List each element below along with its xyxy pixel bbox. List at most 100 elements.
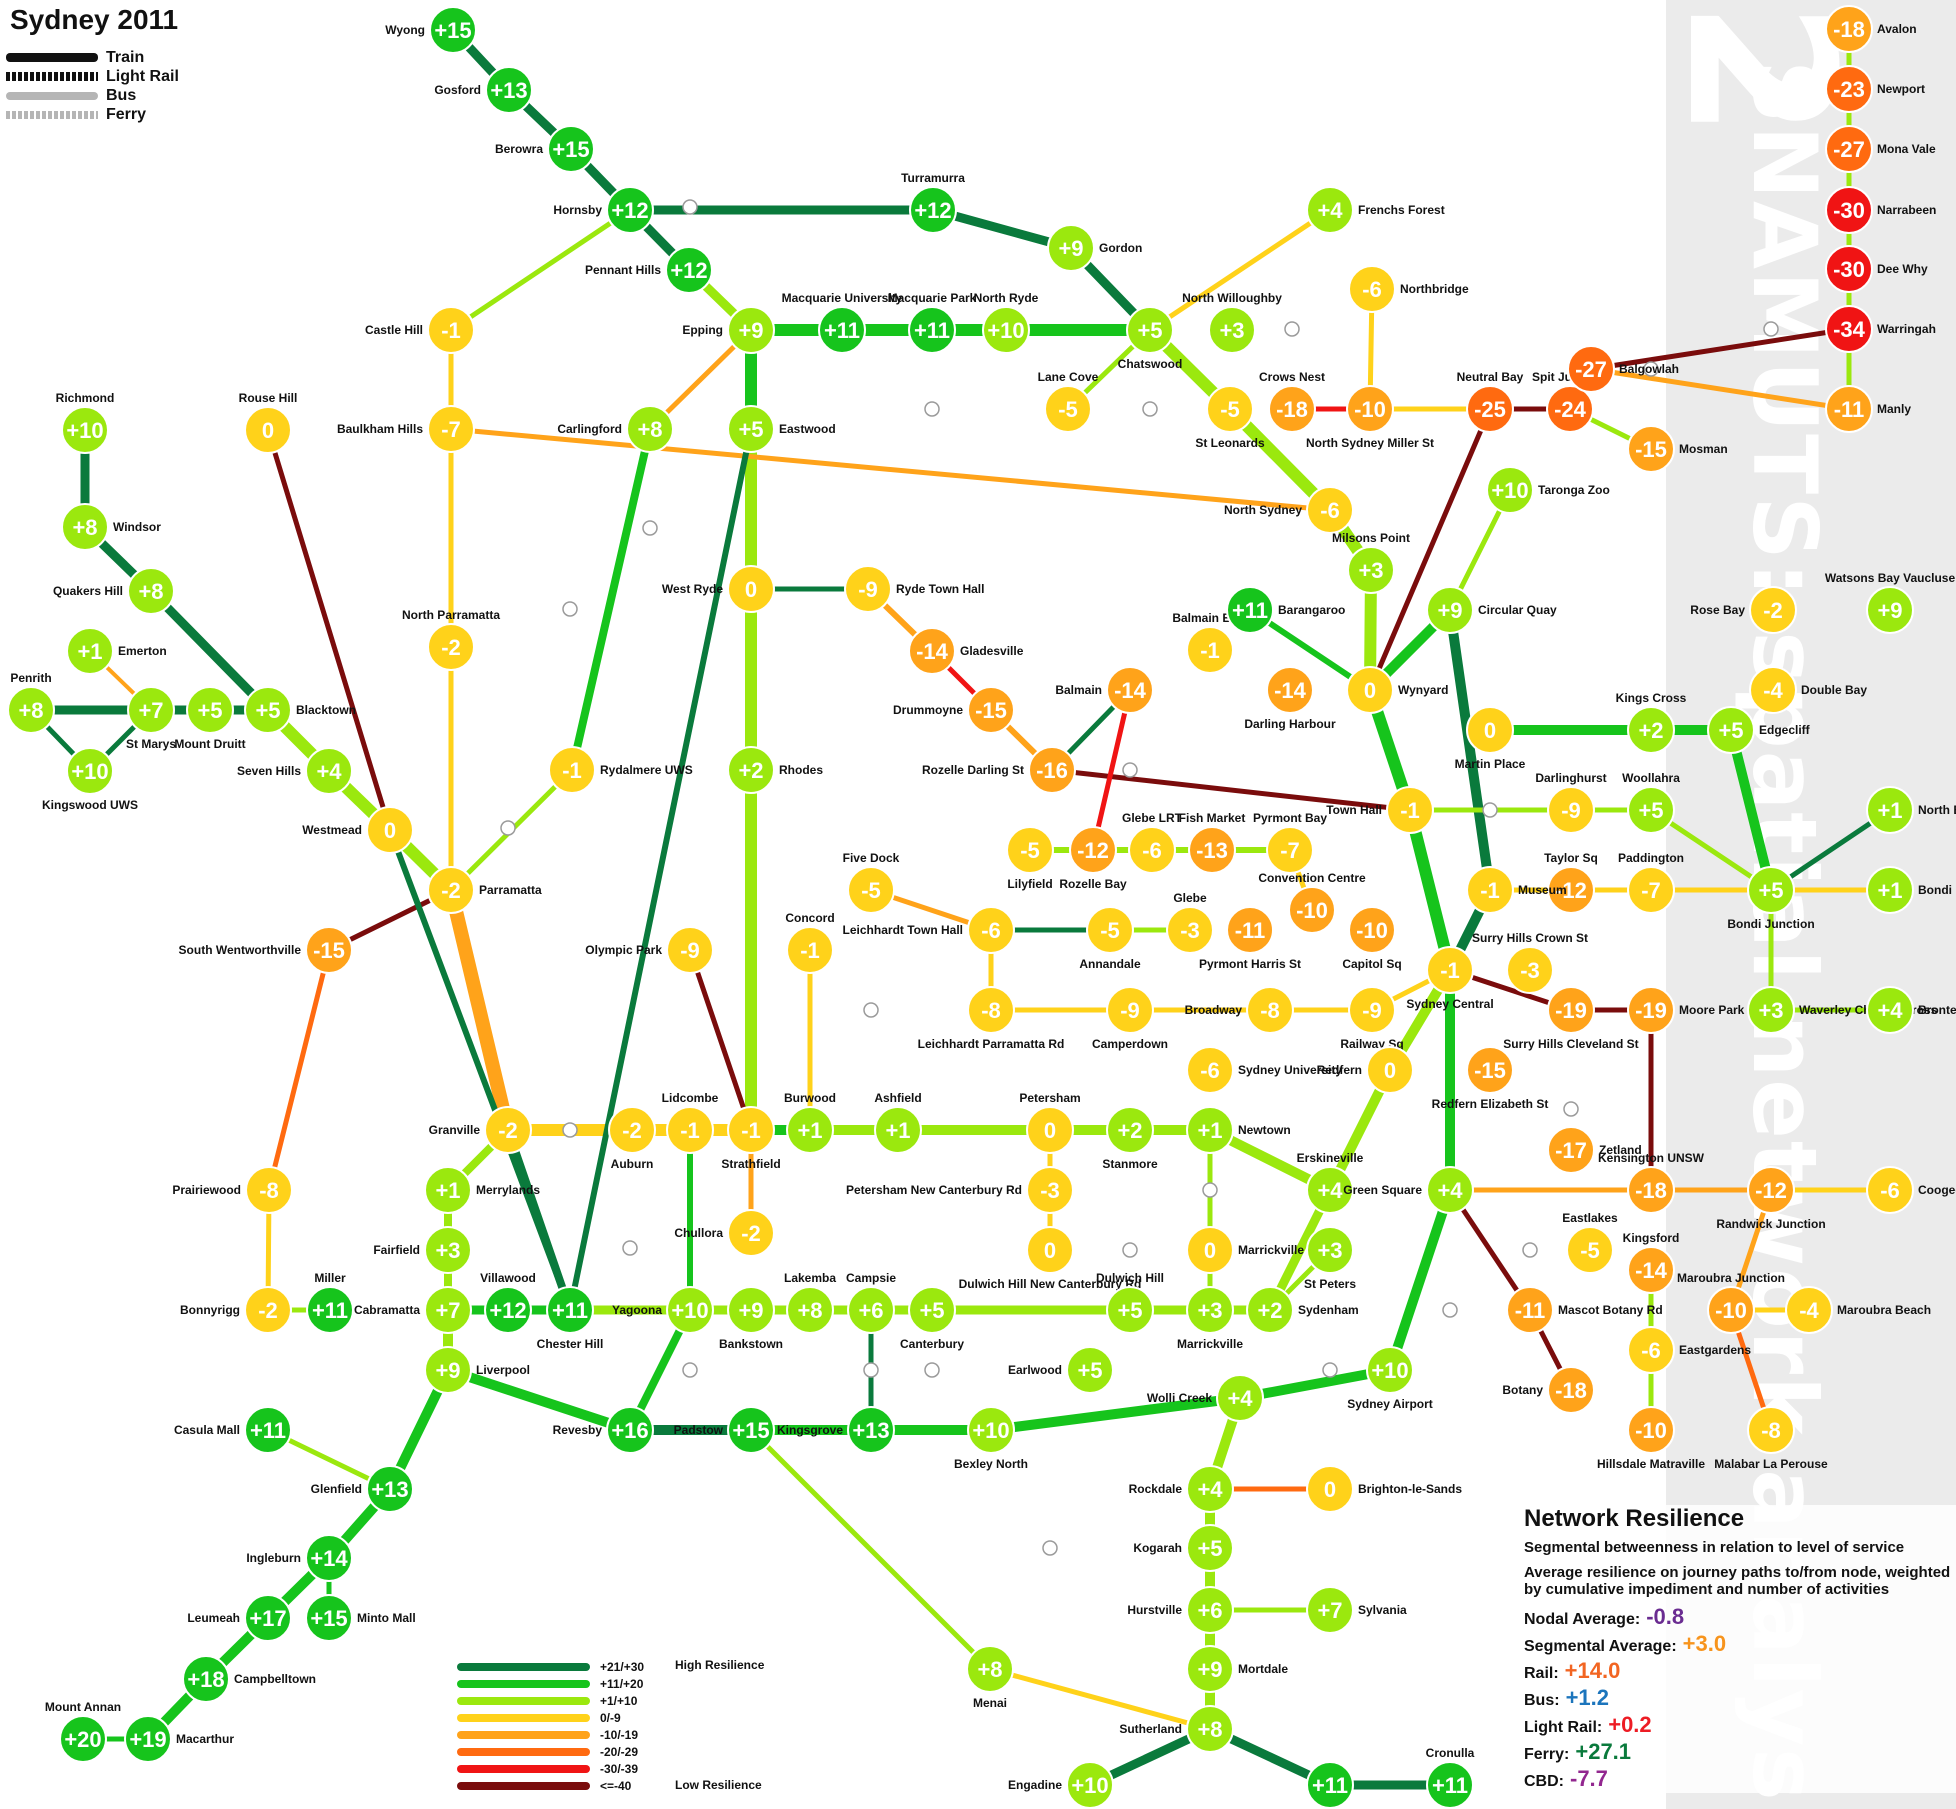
station-node-pyrmontharris[interactable]: -11Pyrmont Harris St <box>1199 907 1301 971</box>
station-node-northsydney[interactable]: -6North Sydney <box>1224 487 1353 533</box>
station-node-milsons[interactable]: +3Milsons Point <box>1332 531 1410 593</box>
station-node-chesterhill[interactable]: +11Chester Hill <box>537 1287 604 1351</box>
station-node-northparra[interactable]: -2North Parramatta <box>402 608 500 670</box>
station-node-narrabeen[interactable]: -30Narrabeen <box>1826 187 1936 233</box>
station-node-lakemba[interactable]: +8Lakemba <box>784 1271 836 1333</box>
station-node-crowsnest[interactable]: -18Crows Nest <box>1259 370 1325 432</box>
station-node-manly[interactable]: -11Manly <box>1826 386 1911 432</box>
station-node-mortdale[interactable]: +9Mortdale <box>1187 1646 1288 1692</box>
station-node-pennanthills[interactable]: +12Pennant Hills <box>585 247 712 293</box>
station-node-penrith[interactable]: +8Penrith <box>8 671 54 733</box>
station-node-lanecove[interactable]: -5Lane Cove <box>1038 370 1099 432</box>
station-node-villawood[interactable]: +12Villawood <box>480 1271 536 1333</box>
station-node-concord[interactable]: -1Concord <box>785 911 834 973</box>
station-node-rydetownhall[interactable]: -9Ryde Town Hall <box>845 566 984 612</box>
station-node-rockdale[interactable]: +4Rockdale <box>1129 1466 1233 1512</box>
station-node-petershamnew[interactable]: -3Petersham New Canterbury Rd <box>846 1167 1073 1213</box>
station-node-taylorsq[interactable]: -12Taylor Sq <box>1544 851 1598 913</box>
station-node-wynyard[interactable]: 0Wynyard <box>1347 667 1448 713</box>
station-node-miranda[interactable]: +11Miranda <box>1307 1762 1353 1809</box>
station-node-quakershill[interactable]: +8Quakers Hill <box>53 568 174 614</box>
station-node-warringah[interactable]: -34Warringah <box>1826 306 1936 352</box>
station-node-maroubrajn[interactable]: -10Maroubra Junction <box>1677 1271 1785 1333</box>
station-node-stleonards[interactable]: -5St Leonards <box>1195 386 1265 450</box>
station-node-rozelledarling[interactable]: -16Rozelle Darling St <box>922 747 1075 793</box>
station-node-gosford[interactable]: +13Gosford <box>434 67 532 113</box>
station-node-moorepark[interactable]: -19Moore Park <box>1628 987 1745 1033</box>
station-node-northbondi[interactable]: +1North Bondi <box>1867 787 1956 833</box>
station-node-earlwood[interactable]: +5Earlwood <box>1008 1347 1113 1393</box>
station-node-balmain[interactable]: -14Balmain <box>1055 667 1153 713</box>
station-node-eastwood[interactable]: +5Eastwood <box>728 406 836 452</box>
station-node-watsonsbay[interactable]: +9Watsons Bay Vaucluse <box>1825 571 1956 633</box>
station-node-pyrmontbay[interactable]: -7Pyrmont Bay <box>1253 811 1327 873</box>
station-node-rosebay[interactable]: -2Rose Bay <box>1690 587 1796 633</box>
station-node-mosman[interactable]: -15Mosman <box>1628 426 1728 472</box>
station-node-fivedock[interactable]: -5Five Dock <box>843 851 900 913</box>
station-node-annandale[interactable]: -5Annandale <box>1079 907 1141 971</box>
station-node-hillsdale[interactable]: -10Hillsdale Matraville <box>1597 1407 1705 1471</box>
station-node-bonnyrigg[interactable]: -2Bonnyrigg <box>180 1287 291 1333</box>
station-node-burwood[interactable]: +1Burwood <box>784 1091 836 1153</box>
station-node-rhodes[interactable]: +2Rhodes <box>728 747 823 793</box>
station-node-ingleburn[interactable]: +14Ingleburn <box>246 1535 352 1581</box>
station-node-liverpool[interactable]: +9Liverpool <box>425 1347 530 1393</box>
station-node-avalon[interactable]: -18Avalon <box>1826 6 1917 52</box>
station-node-prairiewood[interactable]: -8Prairiewood <box>172 1167 292 1213</box>
station-node-sevenhills[interactable]: +4Seven Hills <box>237 748 352 794</box>
station-node-richmond[interactable]: +10Richmond <box>56 391 115 453</box>
station-node-redfern[interactable]: 0Redfern <box>1317 1047 1413 1093</box>
station-node-macarthur[interactable]: +19Macarthur <box>125 1716 234 1762</box>
station-node-emerton[interactable]: +1Emerton <box>67 628 167 674</box>
station-node-granville[interactable]: -2Granville <box>429 1107 531 1153</box>
station-node-stpeters[interactable]: +3St Peters <box>1304 1227 1356 1291</box>
station-node-hurstville[interactable]: +6Hurstville <box>1127 1587 1233 1633</box>
station-node-maroubrabeach[interactable]: -4Maroubra Beach <box>1786 1287 1931 1333</box>
station-node-stmarys[interactable]: +7St Marys <box>126 687 176 751</box>
station-node-auburn[interactable]: -2Auburn <box>609 1107 655 1171</box>
station-node-mascotbotany[interactable]: -11Mascot Botany Rd <box>1507 1287 1663 1333</box>
station-node-berowra[interactable]: +15Berowra <box>495 126 594 172</box>
station-node-darlinghurst[interactable]: -9Darlinghurst <box>1535 771 1606 833</box>
station-node-bankstown[interactable]: +9Bankstown <box>719 1287 783 1351</box>
station-node-southwent[interactable]: -15South Wentworthville <box>179 927 352 973</box>
station-node-bondibeach[interactable]: +1Bondi Beach <box>1867 867 1956 913</box>
station-node-baulkham[interactable]: -7Baulkham Hills <box>337 406 474 452</box>
station-node-mountannan[interactable]: +20Mount Annan <box>45 1700 121 1762</box>
station-node-ashfield[interactable]: +1Ashfield <box>874 1091 921 1153</box>
station-node-windsor[interactable]: +8Windsor <box>62 504 161 550</box>
station-node-mtdruitt[interactable]: +5Mount Druitt <box>174 687 245 751</box>
station-node-darlingharbour[interactable]: -14Darling Harbour <box>1244 667 1336 731</box>
station-node-camperdown[interactable]: -9Camperdown <box>1092 987 1168 1051</box>
station-node-northwill[interactable]: +3North Willoughby <box>1182 291 1282 353</box>
station-node-balgowlah[interactable]: -27Balgowlah <box>1568 346 1679 392</box>
station-node-macqpark[interactable]: +11Macquarie Park <box>888 291 977 353</box>
station-node-casulamall[interactable]: +11Casula Mall <box>174 1407 291 1453</box>
station-node-canterbury[interactable]: +5Canterbury <box>900 1287 964 1351</box>
station-node-sydenham[interactable]: +2Sydenham <box>1247 1287 1359 1333</box>
